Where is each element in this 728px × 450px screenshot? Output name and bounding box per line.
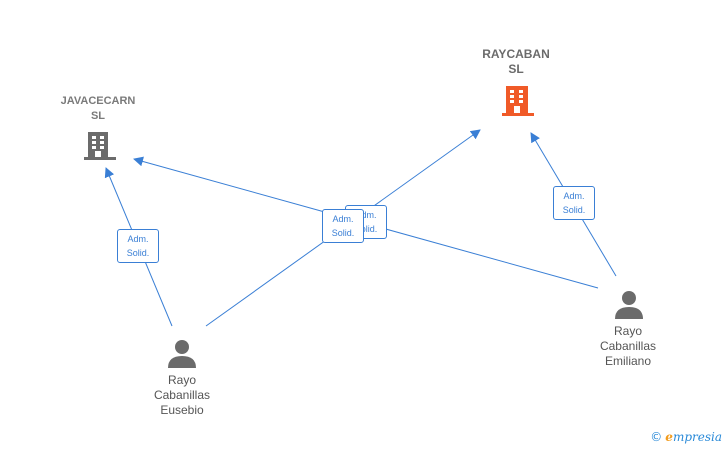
- person-node-eusebio[interactable]: Rayo Cabanillas Eusebio: [122, 338, 242, 422]
- relation-role: Adm.: [355, 210, 377, 220]
- relation-type: Solid.: [126, 248, 150, 258]
- company-name-line1: RAYCABAN: [482, 47, 550, 61]
- person-label-emiliano: Rayo Cabanillas Emiliano: [568, 324, 688, 369]
- company-node-raycaban[interactable]: RAYCABAN SL: [456, 47, 576, 121]
- relation-label-emiliano-raycaban[interactable]: Adm. Solid.: [553, 186, 595, 220]
- company-name-line2: SL: [90, 110, 106, 122]
- relation-type: Solid.: [562, 205, 586, 215]
- person-name-line3: Eusebio: [160, 403, 204, 417]
- person-label-eusebio: Rayo Cabanillas Eusebio: [122, 373, 242, 418]
- person-name-line2: Cabanillas: [153, 388, 211, 402]
- person-name-line3: Emiliano: [604, 354, 652, 368]
- person-name-line2: Cabanillas: [599, 339, 657, 353]
- company-name-line1: JAVACECARN: [60, 95, 136, 107]
- person-icon: [168, 340, 196, 368]
- relation-role: Adm.: [127, 234, 149, 244]
- brand-name: mpresia: [672, 430, 722, 444]
- person-icon: [615, 291, 643, 319]
- company-label-javacecarn: JAVACECARN SL: [38, 94, 158, 124]
- relation-role: Adm.: [332, 214, 354, 224]
- building-icon: [84, 132, 116, 160]
- empresia-watermark: ©empresia: [650, 430, 722, 444]
- relation-type: Solid.: [354, 224, 378, 234]
- relation-label-eusebio-javacecarn[interactable]: Adm. Solid.: [117, 229, 159, 263]
- building-icon: [502, 86, 534, 116]
- company-label-raycaban: RAYCABAN SL: [456, 47, 576, 77]
- company-name-line2: SL: [508, 62, 524, 76]
- person-name-line1: Rayo: [167, 373, 196, 387]
- relation-label-eusebio-raycaban[interactable]: Adm. Solid.: [322, 209, 364, 243]
- brand-initial: e: [665, 430, 673, 444]
- company-node-javacecarn[interactable]: JAVACECARN SL: [38, 94, 158, 166]
- copyright-symbol: ©: [650, 430, 663, 444]
- person-node-emiliano[interactable]: Rayo Cabanillas Emiliano: [568, 289, 688, 373]
- person-name-line1: Rayo: [613, 324, 642, 338]
- relation-role: Adm.: [563, 191, 585, 201]
- relation-type: Solid.: [331, 228, 355, 238]
